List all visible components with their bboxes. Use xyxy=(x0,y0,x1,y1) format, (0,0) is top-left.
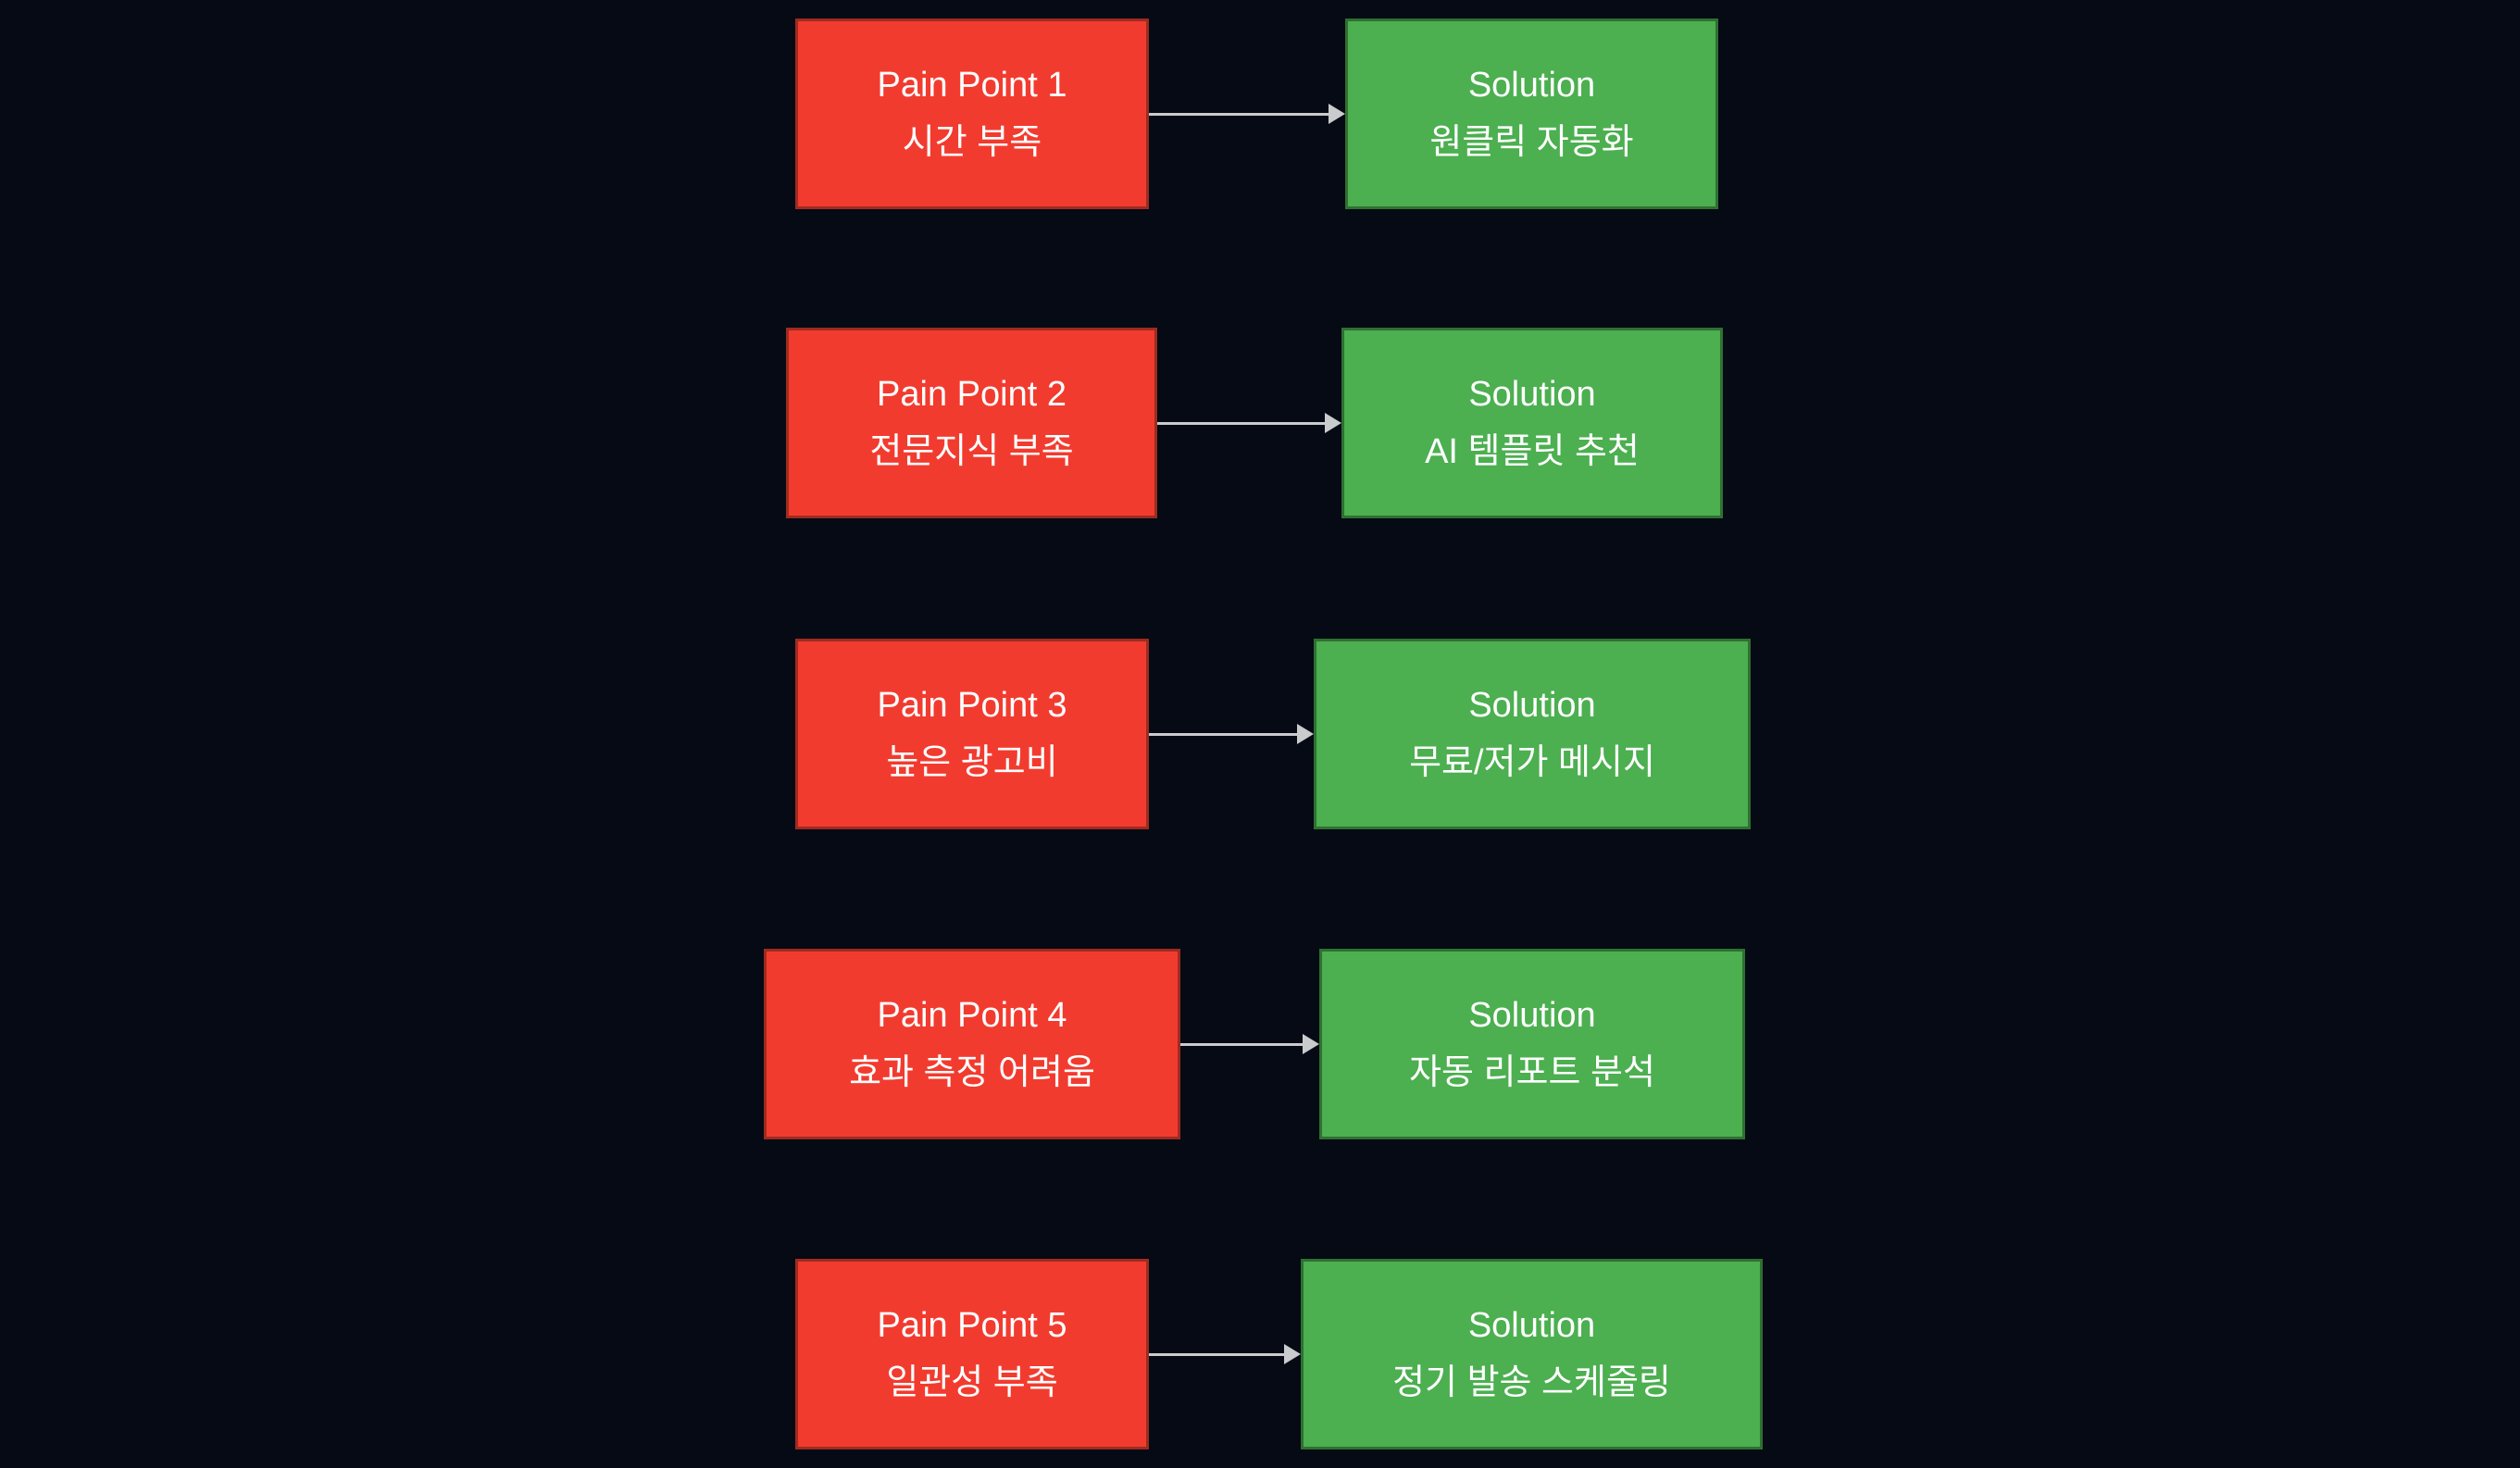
arrow-line xyxy=(1149,112,1332,116)
arrow-head-icon xyxy=(1284,1344,1301,1364)
pain-point-node-3: Pain Point 3 높은 광고비 xyxy=(795,639,1149,829)
solution-subtitle: 무료/저가 메시지 xyxy=(1409,743,1655,782)
pain-point-node-1: Pain Point 1 시간 부족 xyxy=(795,19,1149,209)
solution-title: Solution xyxy=(1468,686,1596,725)
arrow-head-icon xyxy=(1297,724,1314,744)
pain-point-title: Pain Point 5 xyxy=(877,1306,1067,1345)
solution-subtitle: AI 템플릿 추천 xyxy=(1425,432,1640,471)
solution-title: Solution xyxy=(1468,375,1596,414)
solution-node-2: Solution AI 템플릿 추천 xyxy=(1341,328,1723,518)
arrow-line xyxy=(1149,732,1301,736)
solution-title: Solution xyxy=(1467,66,1596,105)
pain-point-node-2: Pain Point 2 전문지식 부족 xyxy=(786,328,1157,518)
solution-title: Solution xyxy=(1468,996,1596,1035)
pain-point-subtitle: 시간 부족 xyxy=(902,123,1042,162)
solution-subtitle: 정기 발송 스케줄링 xyxy=(1392,1363,1671,1402)
pain-point-title: Pain Point 3 xyxy=(877,686,1067,725)
flow-row-3: Pain Point 3 높은 광고비 Solution 무료/저가 메시지 xyxy=(0,639,2520,829)
arrow-head-icon xyxy=(1303,1034,1319,1054)
solution-subtitle: 원클릭 자동화 xyxy=(1429,123,1634,162)
pain-point-subtitle: 높은 광고비 xyxy=(886,743,1058,782)
solution-node-4: Solution 자동 리포트 분석 xyxy=(1319,949,1745,1139)
arrow-line xyxy=(1157,421,1329,425)
solution-node-3: Solution 무료/저가 메시지 xyxy=(1314,639,1751,829)
pain-point-subtitle: 일관성 부족 xyxy=(886,1363,1058,1402)
solution-subtitle: 자동 리포트 분석 xyxy=(1409,1053,1655,1092)
flow-row-2: Pain Point 2 전문지식 부족 Solution AI 템플릿 추천 xyxy=(0,328,2520,518)
pain-point-title: Pain Point 1 xyxy=(877,66,1067,105)
solution-node-5: Solution 정기 발송 스케줄링 xyxy=(1301,1259,1763,1449)
pain-point-title: Pain Point 4 xyxy=(877,996,1067,1035)
flow-row-1: Pain Point 1 시간 부족 Solution 원클릭 자동화 xyxy=(0,19,2520,209)
pain-point-node-4: Pain Point 4 효과 측정 어려움 xyxy=(764,949,1180,1139)
arrow-head-icon xyxy=(1325,413,1341,433)
pain-point-subtitle: 효과 측정 어려움 xyxy=(849,1053,1095,1092)
solution-node-1: Solution 원클릭 자동화 xyxy=(1345,19,1718,209)
solution-title: Solution xyxy=(1467,1306,1596,1345)
arrow-line xyxy=(1180,1042,1306,1046)
pain-point-subtitle: 전문지식 부족 xyxy=(869,432,1074,471)
pain-point-node-5: Pain Point 5 일관성 부족 xyxy=(795,1259,1149,1449)
flow-row-4: Pain Point 4 효과 측정 어려움 Solution 자동 리포트 분… xyxy=(0,949,2520,1139)
pain-point-title: Pain Point 2 xyxy=(877,375,1067,414)
arrow-head-icon xyxy=(1329,104,1345,124)
arrow-line xyxy=(1149,1352,1288,1356)
flow-row-5: Pain Point 5 일관성 부족 Solution 정기 발송 스케줄링 xyxy=(0,1259,2520,1449)
